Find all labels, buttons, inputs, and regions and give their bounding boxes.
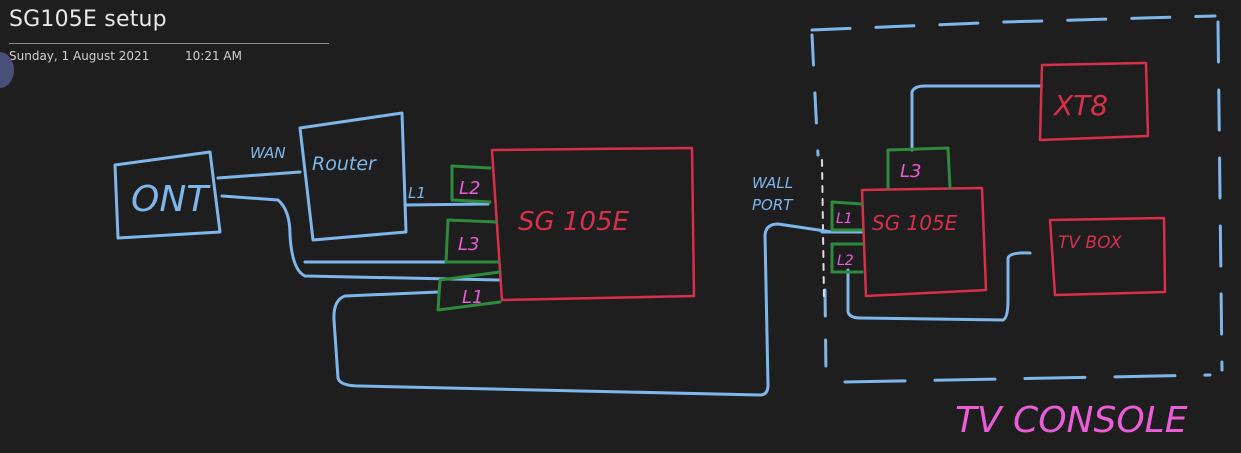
- wall-port-label-line2: PORT: [752, 196, 794, 214]
- wall-port-label-line1: WALL: [752, 174, 793, 192]
- ont-label: ONT: [131, 179, 211, 220]
- switch2-port-l1: L1: [836, 211, 853, 227]
- xt8-label: XT8: [1052, 89, 1108, 122]
- tv-box-device: TV BOX: [1048, 216, 1167, 297]
- tv-console-enclosure: [810, 14, 1224, 384]
- title-underline: [9, 43, 329, 44]
- tv-console-label: TV CONSOLE: [955, 400, 1188, 441]
- switch1-port-l1: L1: [462, 287, 483, 308]
- router-label: Router: [312, 153, 377, 175]
- switch2-device: SG 105E L3 L1 L2: [830, 146, 988, 298]
- switch1-device: SG 105E L2 L3 L1: [436, 146, 696, 312]
- switch1-port-l3: L3: [458, 234, 479, 255]
- switch1-label: SG 105E: [518, 207, 630, 237]
- page-title[interactable]: SG105E setup: [9, 7, 167, 32]
- switch1-port-l2: L2: [459, 178, 480, 199]
- switch2-label: SG 105E: [872, 211, 958, 235]
- cables: [216, 84, 1042, 397]
- xt8-device: XT8: [1038, 61, 1150, 142]
- router-port-label: L1: [408, 184, 426, 202]
- page-date: Sunday, 1 August 2021: [9, 49, 150, 63]
- switch2-port-l3: L3: [900, 161, 921, 182]
- switch2-port-l2: L2: [837, 253, 854, 269]
- router-device: Router L1: [298, 111, 426, 242]
- page-time: 10:21 AM: [185, 49, 242, 63]
- tv-box-label: TV BOX: [1058, 233, 1122, 253]
- ont-device: ONT: [113, 150, 222, 240]
- wan-label: WAN: [250, 144, 286, 162]
- page-expand-handle[interactable]: [0, 52, 14, 88]
